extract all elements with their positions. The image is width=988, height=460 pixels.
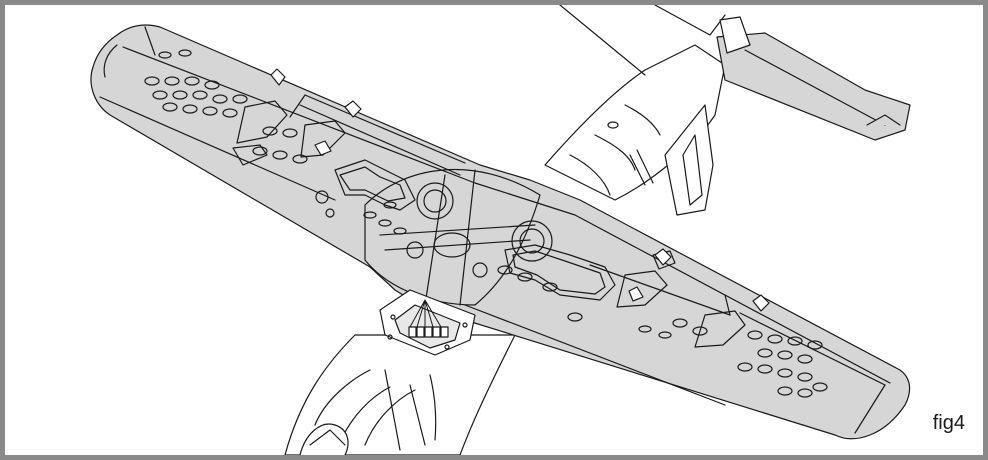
servo-connectors <box>408 326 449 338</box>
vertical-fin <box>559 5 726 216</box>
horizontal-stabilizer <box>716 16 911 141</box>
main-wing <box>90 24 911 440</box>
fuselage <box>284 44 726 455</box>
wing-outline <box>90 24 911 440</box>
right-wing-holes <box>497 265 828 398</box>
left-wing-holes <box>144 49 407 235</box>
aircraft-assembly-drawing <box>90 5 911 455</box>
wiring-connector-block <box>379 289 476 356</box>
figure-label: fig4 <box>932 412 965 434</box>
